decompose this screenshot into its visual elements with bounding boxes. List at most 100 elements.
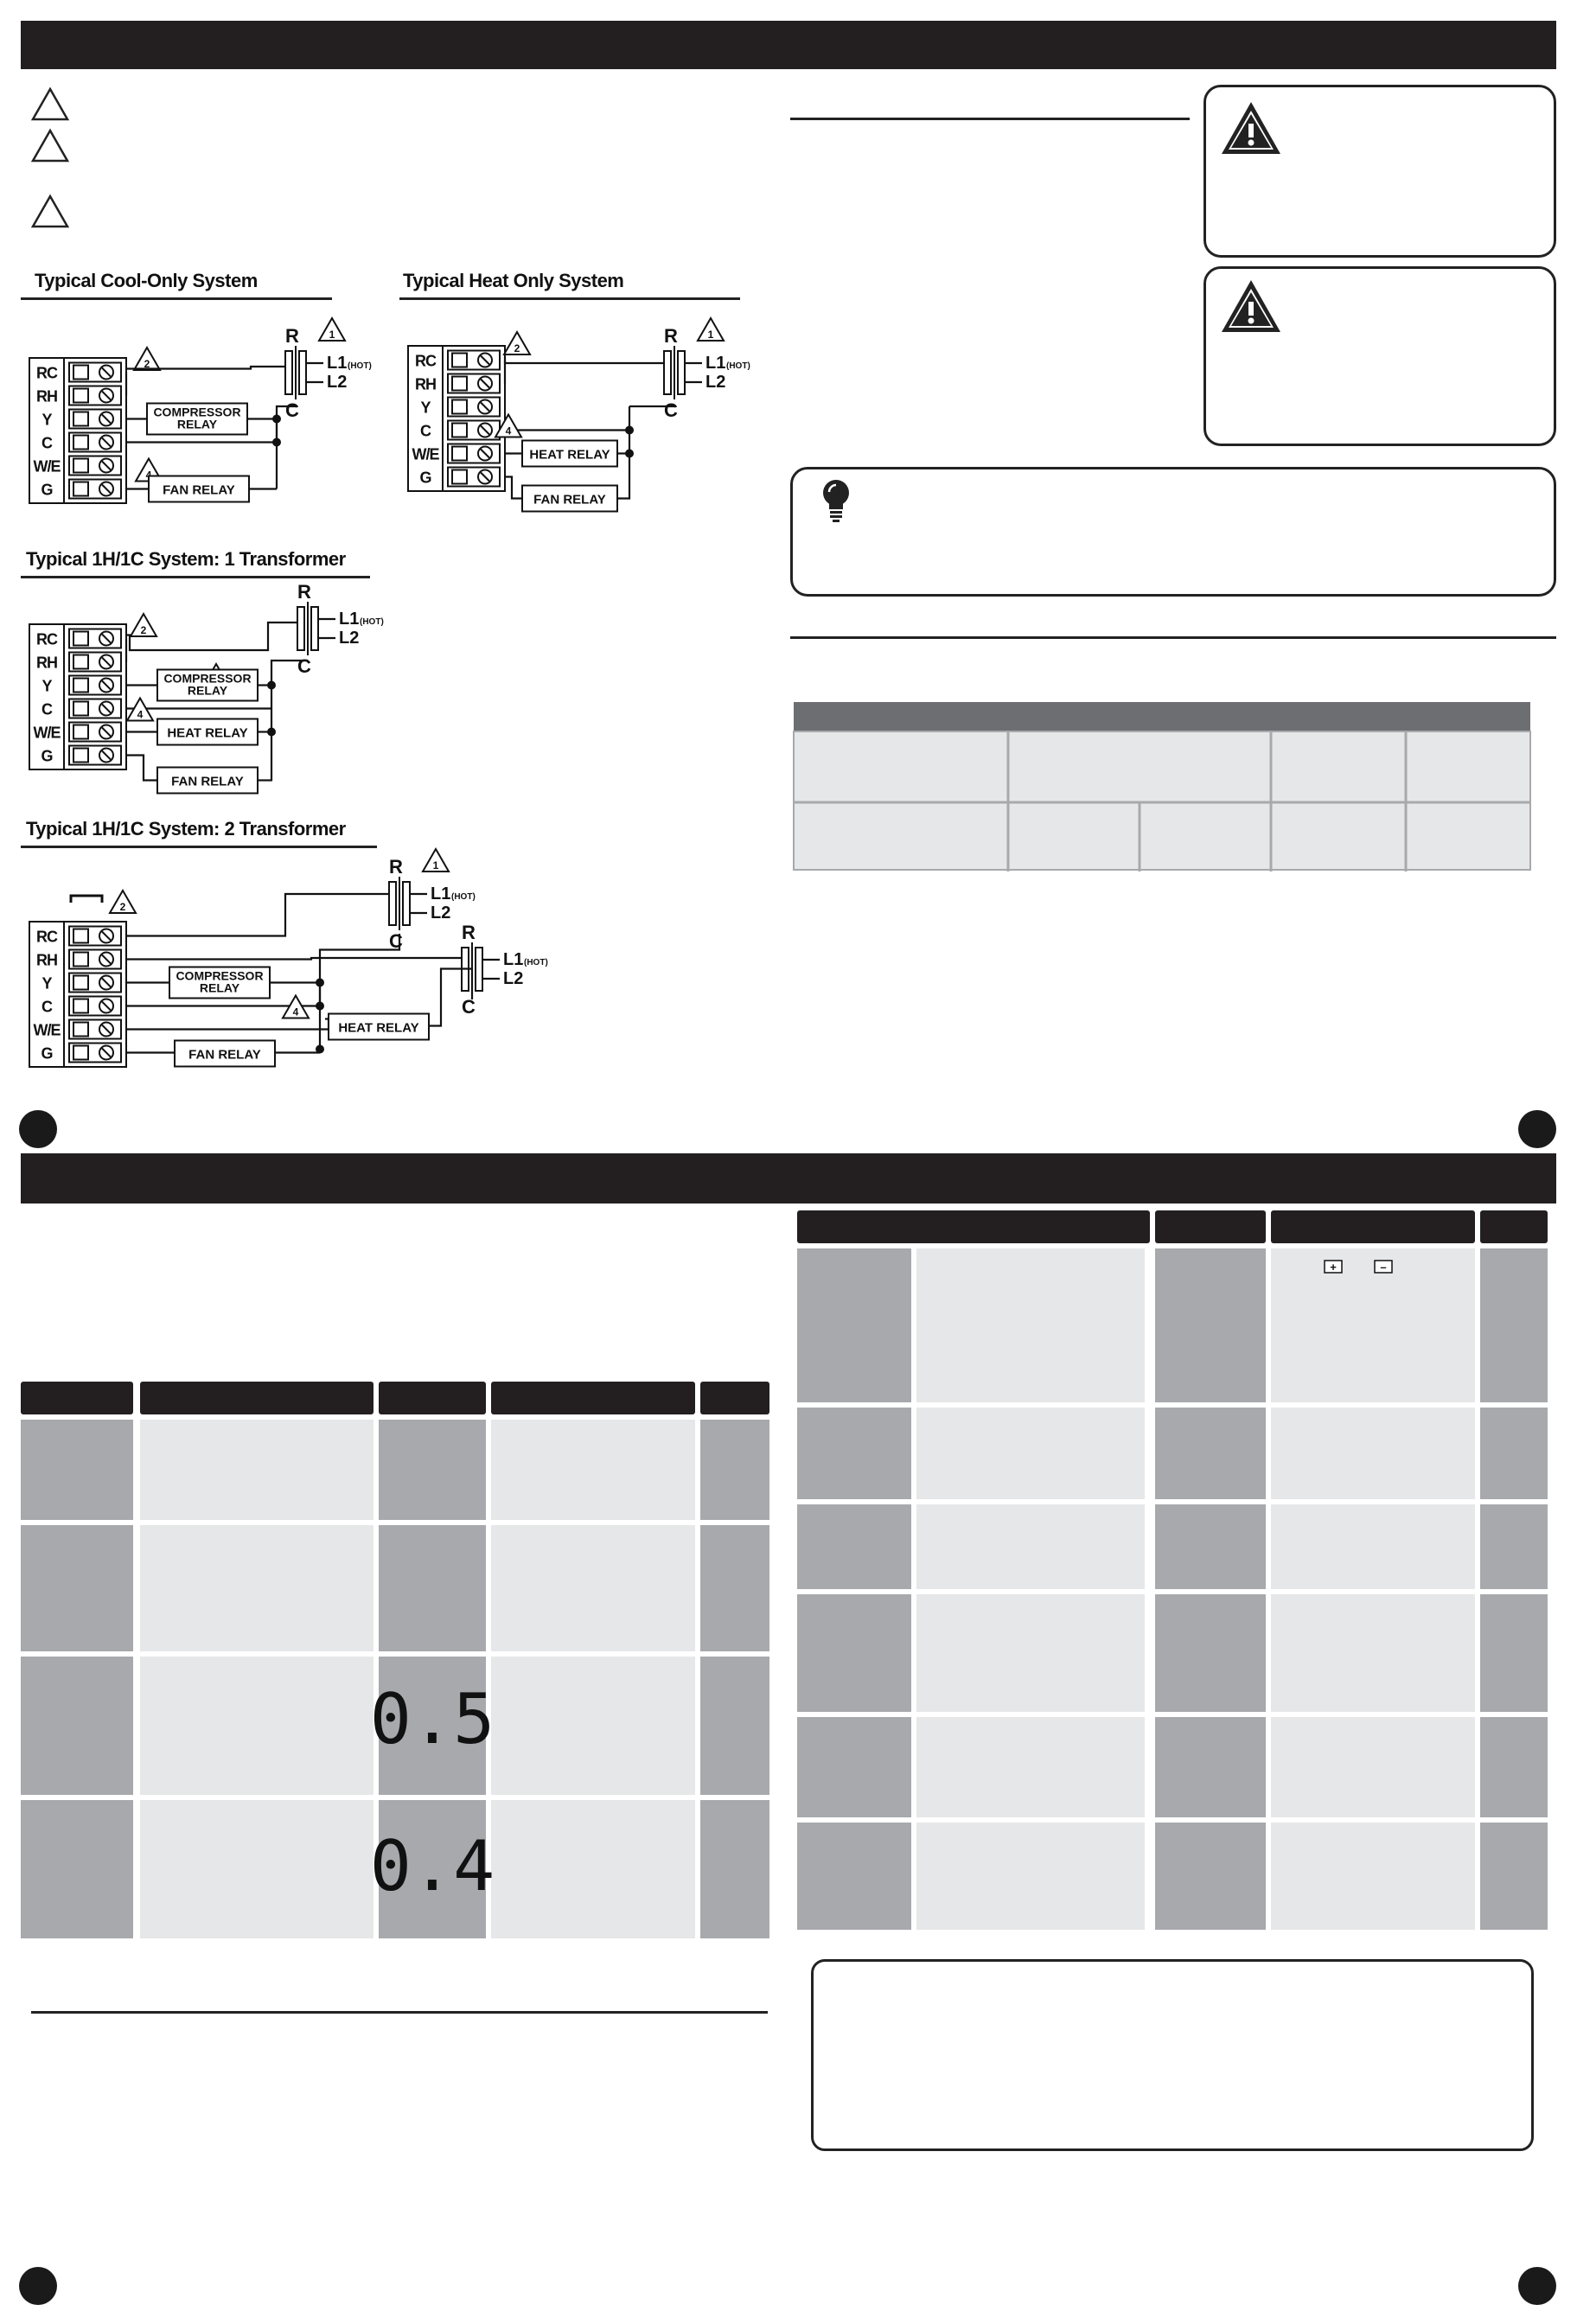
terminal-screw-slot <box>101 977 112 988</box>
wire-junction <box>272 414 281 424</box>
terminal-square <box>73 411 89 427</box>
wire-junction <box>272 437 281 447</box>
table-cell <box>700 1420 769 1520</box>
terminal-screw <box>99 411 114 427</box>
terminal-screw <box>99 677 114 693</box>
transformer-r-label: R <box>297 581 311 603</box>
diagram-title-rule <box>21 846 377 848</box>
terminal-square <box>73 1044 89 1061</box>
terminal-square <box>73 974 89 991</box>
note-triangle-icon <box>30 194 70 228</box>
note-triangle-icon <box>421 846 450 872</box>
1h1c-2-transformer-wiring-diagram: RCRHYCW/EG2RCL1(HOT)L21RCL1(HOT)L2COMPRE… <box>29 846 548 1068</box>
table-cell <box>1271 1594 1475 1712</box>
table-cell <box>916 1408 1145 1499</box>
terminal-slot <box>68 1042 122 1063</box>
transformer-c-label: C <box>664 399 678 421</box>
table-cell <box>1271 1823 1475 1930</box>
terminal-label: W/E <box>34 725 61 742</box>
wire-junction <box>316 1001 324 1011</box>
terminal-screw <box>99 724 114 740</box>
diagram-title-1h1c-2-transformer: Typical 1H/1C System: 2 Transformer <box>26 818 346 840</box>
lcd-value: 0.4 <box>370 1826 495 1906</box>
transformer-coil <box>663 350 672 395</box>
note-number: 4 <box>506 425 512 437</box>
terminal-screw <box>99 1021 114 1038</box>
table-cell <box>21 1657 133 1795</box>
terminal-slot <box>447 373 501 394</box>
table-cell <box>797 1248 911 1402</box>
table-cell <box>491 1800 695 1938</box>
terminal-square <box>73 434 89 450</box>
terminal-screw-slot <box>101 460 112 471</box>
heat-relay-label: HEAT RELAY <box>529 448 610 463</box>
wire <box>270 659 308 686</box>
transformer-r-label: R <box>285 325 299 347</box>
wire <box>275 405 296 443</box>
compressor-relay-label: COMPRESSOR <box>153 405 240 419</box>
terminal-label: W/E <box>34 458 61 476</box>
table-cell <box>700 1657 769 1795</box>
wire <box>126 1018 330 1031</box>
section-rule <box>31 2011 768 2014</box>
terminal-slot <box>68 744 122 766</box>
terminal-screw <box>99 364 114 380</box>
terminal-square <box>73 654 89 670</box>
note-number: 1 <box>433 859 439 872</box>
terminal-screw <box>99 998 114 1014</box>
l2-label: L2 <box>339 629 359 648</box>
terminal-label: RC <box>415 353 437 370</box>
settings-table: 0.5 0.4 <box>21 1382 769 1938</box>
transformer-r-label: R <box>389 856 403 878</box>
wire <box>318 934 401 1006</box>
spec-table <box>793 702 1531 872</box>
terminal-screw <box>99 481 114 497</box>
transformer-coil <box>402 881 411 926</box>
terminal-slot <box>447 443 501 464</box>
jumper-icon <box>69 894 104 903</box>
note-triangle-icon <box>696 316 725 342</box>
l1-label: L1 <box>327 354 347 373</box>
note-number: 1 <box>708 329 714 341</box>
terminal-label: C <box>42 701 53 718</box>
top-header-bar <box>21 21 1556 69</box>
diagram-title-rule <box>21 576 370 578</box>
terminal-screw <box>99 974 114 991</box>
compressor-relay <box>169 966 271 999</box>
terminal-label: RC <box>36 631 58 648</box>
table-cell <box>491 1420 695 1520</box>
table-cell <box>1155 1717 1266 1817</box>
l2-label: L2 <box>327 373 347 392</box>
note-triangle-icon <box>30 128 70 163</box>
terminal-screw <box>99 654 114 670</box>
note-triangle-icon <box>108 888 137 914</box>
wire-junction <box>267 680 276 690</box>
compressor-relay-label: RELAY <box>177 418 218 431</box>
terminal-slot <box>447 466 501 488</box>
table-header-cell <box>491 1382 695 1414</box>
terminal-slot <box>68 995 122 1017</box>
note-triangle-icon <box>125 696 155 722</box>
terminal-label: G <box>41 482 52 499</box>
caution-box <box>1204 266 1556 446</box>
page-marker-dot <box>1518 2267 1556 2305</box>
note-box <box>811 1959 1534 2151</box>
lcd-value: 0.5 <box>370 1679 495 1759</box>
note-triangle-icon <box>30 86 70 121</box>
spec-table-body <box>793 731 1531 871</box>
table-header-cell <box>379 1382 486 1414</box>
compressor-relay <box>156 668 259 702</box>
terminal-square <box>451 352 468 368</box>
table-cell <box>140 1420 374 1520</box>
table-cell <box>1155 1594 1266 1712</box>
terminal-square <box>73 457 89 474</box>
transformer-c-label: C <box>285 399 299 421</box>
terminal-square <box>73 700 89 717</box>
transformer-r-label: R <box>664 325 678 347</box>
terminal-slot <box>68 408 122 430</box>
wire <box>617 476 631 500</box>
bottom-header-bar <box>21 1153 1556 1204</box>
wire <box>126 956 462 961</box>
terminal-square <box>73 364 89 380</box>
warning-icon <box>1222 102 1280 154</box>
